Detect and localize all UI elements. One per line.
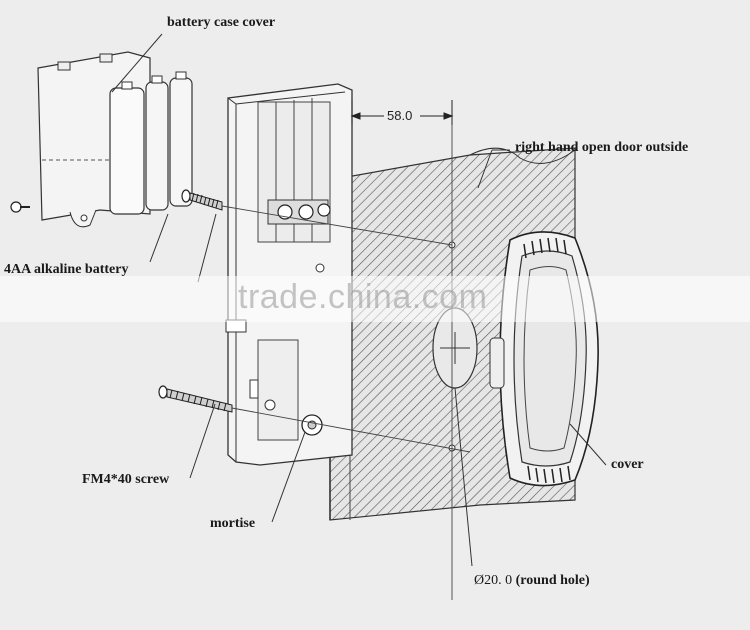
leader-lines xyxy=(111,33,607,567)
cover-screw xyxy=(10,201,30,213)
mortise-body xyxy=(225,83,353,466)
dimension-58-value: 58.0 xyxy=(387,108,413,123)
alignment-lines xyxy=(221,120,471,600)
watermark-text: trade.china.com xyxy=(238,278,488,316)
outside-handle-cover xyxy=(489,231,599,487)
dimension-58 xyxy=(350,100,454,125)
watermark-band xyxy=(0,276,750,322)
label-alkaline-battery: 4AA alkaline battery xyxy=(4,262,129,277)
hole-note: (round hole) xyxy=(515,573,590,588)
label-round-hole: Ø20. 0 (round hole) xyxy=(474,573,590,589)
label-mortise: mortise xyxy=(210,516,256,531)
upper-screw xyxy=(181,189,223,211)
label-screw: FM4*40 screw xyxy=(82,472,170,487)
label-cover: cover xyxy=(611,457,644,472)
label-right-hand-door: right hand open door outside xyxy=(515,140,689,155)
hole-diameter: Ø20. 0 xyxy=(474,573,513,588)
aa-batteries xyxy=(109,71,193,215)
lower-screw xyxy=(158,385,233,413)
label-battery-case-cover: battery case cover xyxy=(167,15,276,30)
